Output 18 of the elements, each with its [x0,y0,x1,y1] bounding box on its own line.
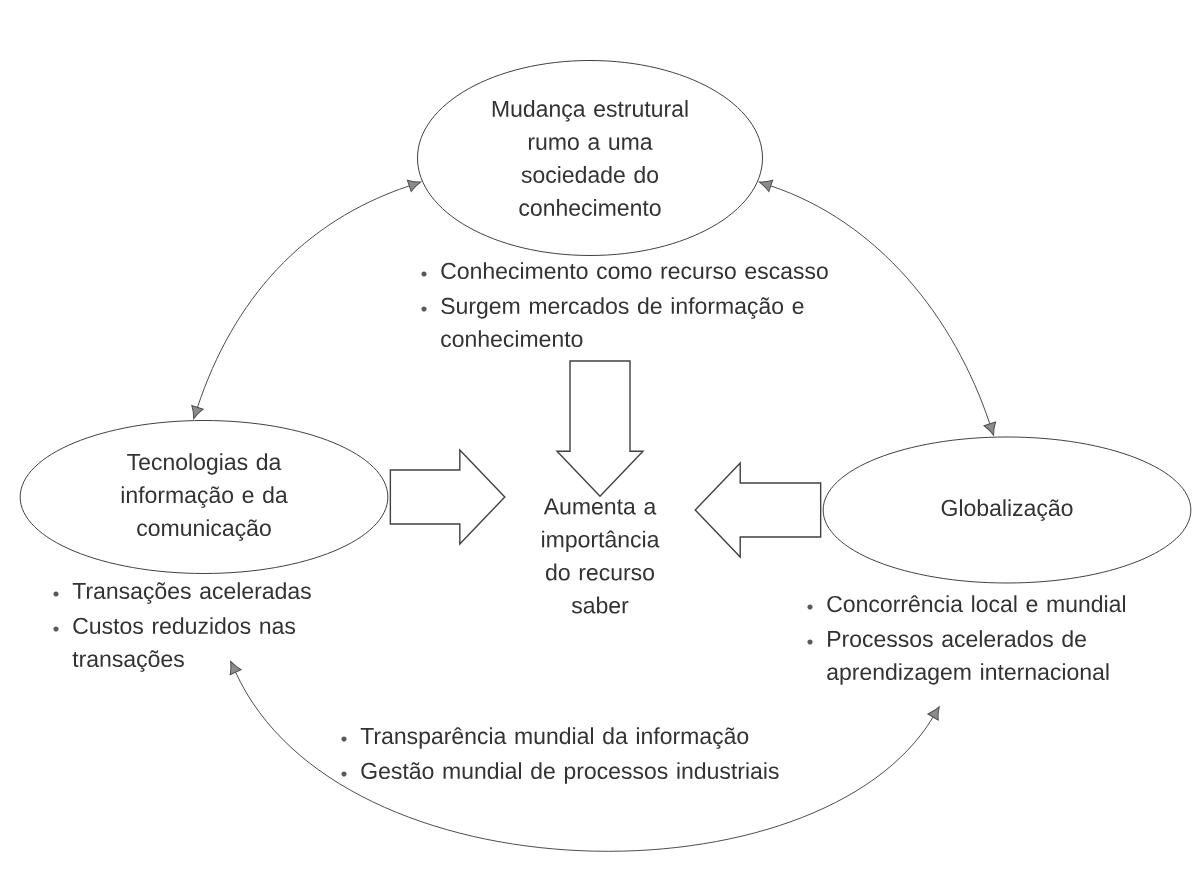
block-arrow [694,461,822,559]
block-arrow [389,448,506,546]
bullet-item: Transações aceleradas [53,582,311,604]
bullet-item: Transparência mundial da informação [341,727,749,749]
curved-arrow [229,660,940,852]
bullet-item: Gestão mundial de processos industriais [341,762,779,784]
ellipse-node: Globalização [822,436,1192,584]
bullet-item: Custos reduzidos nas transações [53,617,296,672]
ellipse-node: Tecnologias da informação e da comunicação [19,420,389,574]
bullet-item: Concorrência local e mundial [807,595,1125,613]
bullet-item: Surgem mercados de informação e conhecimento [421,297,804,348]
ellipse-node: Mudança estrutural rumo a uma sociedade do conhecimento [417,60,763,256]
bullet-item: Conhecimento como recurso escasso [421,262,828,280]
bullet-item: Processos acelerados de aprendizagem internacional [807,630,1109,685]
curved-arrow [758,179,996,436]
curved-arrow [191,179,422,420]
center-text: Aumenta a importância do recurso saber [542,498,660,614]
block-arrow [555,360,645,498]
